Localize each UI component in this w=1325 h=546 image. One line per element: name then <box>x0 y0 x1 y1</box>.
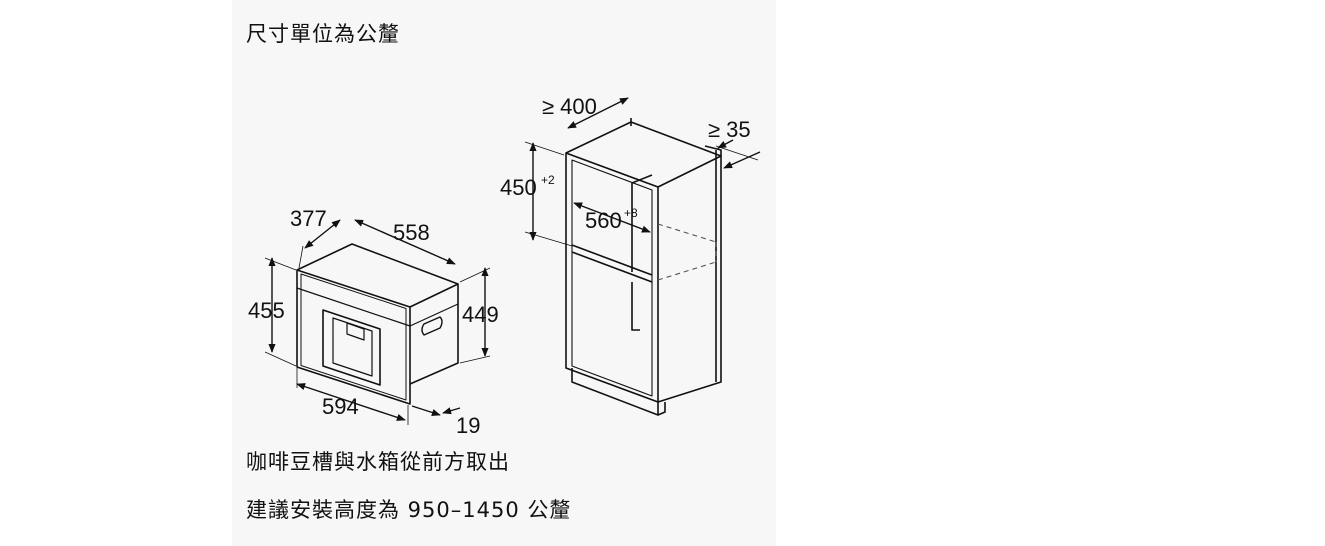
appliance-side <box>409 284 459 385</box>
unit-caption: 尺寸單位為公釐 <box>246 22 400 46</box>
dim-niche-width-tolerance: +8 <box>624 206 638 220</box>
dispenser-inner <box>332 317 373 377</box>
dim-depth-377: 377 <box>290 206 327 231</box>
appliance-drawing <box>296 243 459 405</box>
dim-niche-height-450: 450 <box>500 175 537 200</box>
dim-front-width-594: 594 <box>322 394 359 419</box>
dim-front-height-455: 455 <box>248 298 285 323</box>
cabinet-front-outer <box>565 152 659 403</box>
cabinet-drawing <box>565 118 722 416</box>
niche-shelf <box>571 244 653 283</box>
diagram-background <box>232 0 776 546</box>
cabinet-top <box>565 121 722 188</box>
installation-height-caption: 建議安裝高度為 950–1450 公釐 <box>246 498 572 522</box>
dim-niche-height-tolerance: +2 <box>541 173 555 187</box>
cabinet-plinth <box>571 368 666 416</box>
appliance-dimension-lines <box>264 219 491 425</box>
dim-width-558: 558 <box>393 220 430 245</box>
dispenser-spout <box>346 322 365 341</box>
side-handle <box>421 316 443 336</box>
dim-min-depth-400: ≥ 400 <box>542 94 597 119</box>
dim-thickness-19: 19 <box>456 413 480 438</box>
appliance-front <box>296 269 411 405</box>
dim-min-side-35: ≥ 35 <box>708 117 751 142</box>
cabinet-dashed-guides <box>657 223 717 281</box>
cabinet-front-inner <box>571 159 653 397</box>
niche-lower-back <box>631 282 640 331</box>
cabinet-dimension-lines <box>524 97 761 247</box>
cabinet-top-back <box>630 118 722 156</box>
dim-body-height-449: 449 <box>462 302 499 327</box>
removal-caption: 咖啡豆槽與水箱從前方取出 <box>246 450 510 474</box>
appliance-front-inner <box>300 273 407 401</box>
cabinet-side <box>657 150 722 403</box>
dim-niche-width-560: 560 <box>585 208 622 233</box>
niche-back-edge <box>631 174 653 272</box>
appliance-panel-line <box>296 287 459 327</box>
appliance-top <box>296 243 459 308</box>
